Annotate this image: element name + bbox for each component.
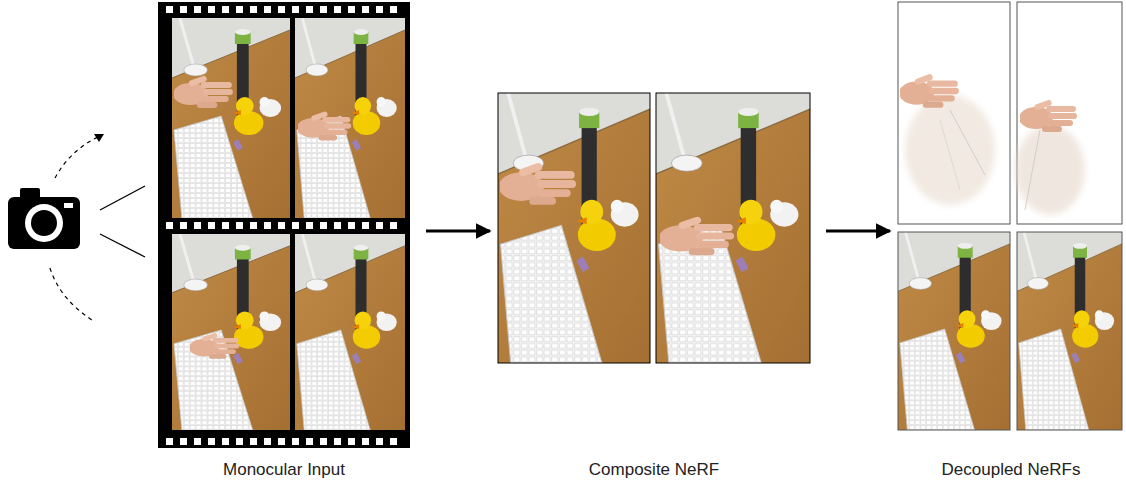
image-panel: Decoupled NeRFs (898, 0, 1124, 484)
image-panel: Composite NeRF (498, 93, 810, 484)
composite-renders (498, 93, 810, 363)
motion-arrowhead (94, 134, 104, 142)
flow-arrow (426, 230, 490, 233)
camera-icon (8, 188, 80, 249)
decoupled-renders (898, 2, 1122, 430)
panel-label: Monocular Input (220, 460, 348, 480)
image-panel: Monocular Input (158, 0, 410, 484)
panel-label: Decoupled NeRFs (939, 460, 1084, 480)
view-rays (100, 186, 145, 257)
panel-label: Composite NeRF (586, 460, 722, 480)
film-strip (158, 2, 410, 448)
camera-motion (50, 136, 100, 322)
flow-arrow (826, 230, 890, 233)
